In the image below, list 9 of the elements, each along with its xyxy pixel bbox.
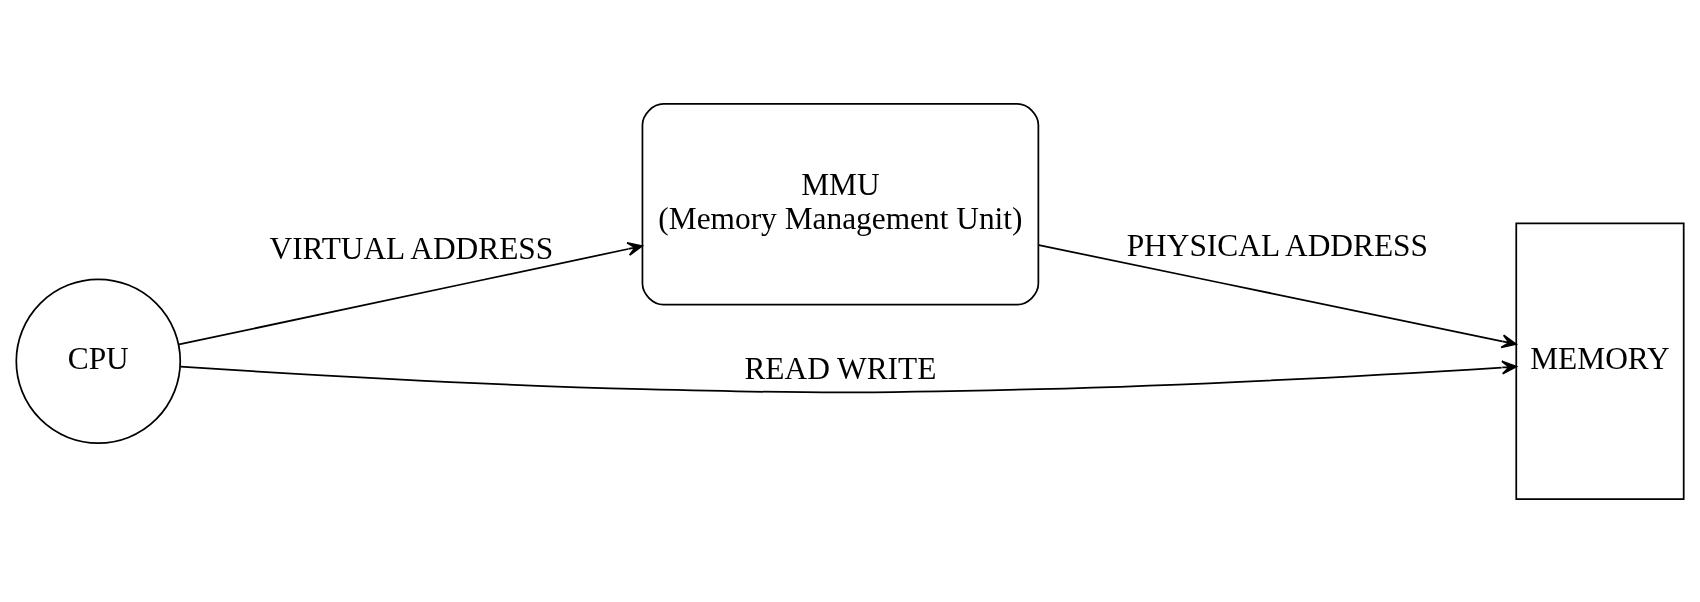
arrow — [1037, 243, 1517, 348]
node-box: MEMORY — [1515, 222, 1685, 500]
arrow — [178, 241, 643, 345]
arrow — [179, 359, 1518, 393]
node-box: MMU (Memory Management Unit) — [641, 102, 1040, 305]
edge-label: VIRTUAL ADDRESS — [269, 230, 554, 266]
node-circle: CPU — [15, 277, 182, 444]
edge-label: READ WRITE — [744, 350, 937, 386]
edge-label: PHYSICAL ADDRESS — [1126, 227, 1428, 263]
